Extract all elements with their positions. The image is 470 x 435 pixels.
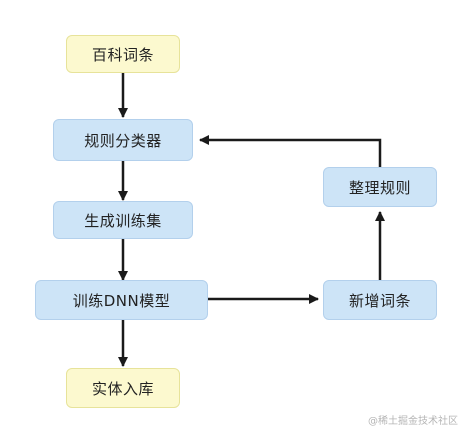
node-baike-entries: 百科词条 [66,35,180,73]
node-new-terms: 新增词条 [323,280,437,320]
node-generate-training-set: 生成训练集 [53,201,193,239]
arrow-rules-to-classifier [199,135,382,167]
node-rule-classifier: 规则分类器 [53,119,193,161]
node-entity-storage: 实体入库 [66,368,180,408]
node-organize-rules: 整理规则 [323,167,437,207]
node-train-dnn-model: 训练DNN模型 [35,280,208,320]
watermark: @稀土掘金技术社区 [368,416,458,427]
